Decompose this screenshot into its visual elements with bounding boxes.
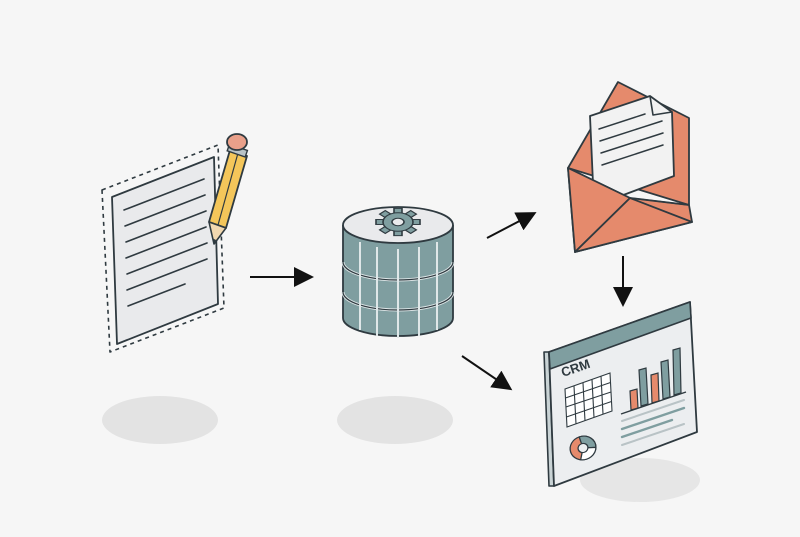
crm-donut-chart: [569, 435, 597, 461]
crm-summary-lines: [620, 399, 686, 446]
flow-arrows: [250, 212, 633, 391]
crm-shadow: [580, 458, 700, 502]
pencil-icon: [208, 133, 249, 245]
arrow-database-to-crm: [461, 355, 513, 391]
form-dashed-outline: [101, 144, 225, 353]
database-shadow: [337, 396, 453, 444]
arrow-database-to-email: [486, 212, 537, 239]
crm-table-grid: [564, 372, 613, 428]
open-envelope-icon: [567, 81, 693, 253]
crm-bar-chart: [620, 347, 687, 415]
crm-dashboard-icon: CRM: [543, 301, 698, 487]
database-gear-icon: [341, 206, 455, 338]
database-panel-lines: [359, 242, 438, 338]
gear-icon: [375, 207, 421, 237]
form-paper: [111, 156, 219, 345]
document-pencil-icon: [101, 133, 249, 353]
form-shadow: [102, 396, 218, 444]
form-text-lines: [123, 178, 208, 307]
